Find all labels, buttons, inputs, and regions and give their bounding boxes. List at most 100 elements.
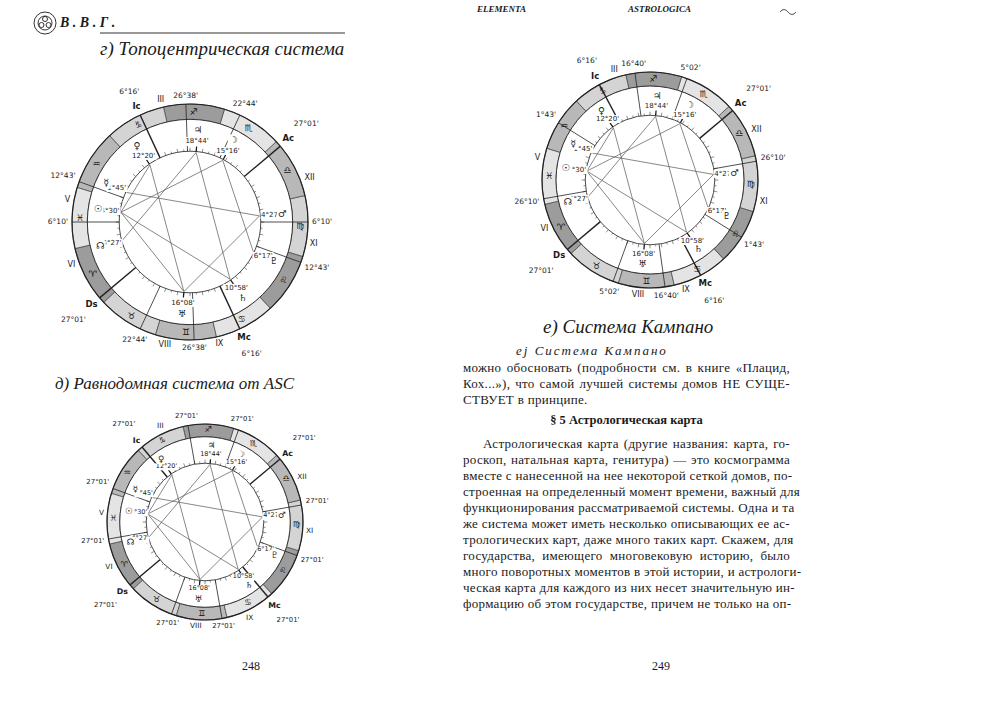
- planet-glyph: ♇: [722, 210, 733, 221]
- planet-glyph: ☽: [228, 135, 239, 146]
- zodiac-sign: ♈: [89, 269, 97, 279]
- degree-tick: [155, 487, 157, 488]
- degree-tick: [621, 239, 623, 241]
- degree-tick: [126, 257, 129, 259]
- planet-degree: 18°44': [199, 451, 222, 458]
- degree-tick: [190, 293, 191, 297]
- section-heading: § 5 Астрологическая карта: [463, 413, 790, 427]
- outer-circle: [72, 104, 308, 340]
- cusp-degree: 12°43': [50, 171, 77, 180]
- planet-glyph: ♀: [597, 105, 606, 116]
- degree-tick: [692, 128, 694, 131]
- planet-glyph: ♇: [269, 256, 280, 267]
- zodiac-sign: ♈: [120, 560, 127, 570]
- degree-tick: [120, 203, 122, 205]
- degree-tick: [714, 191, 717, 193]
- degree-tick: [616, 236, 618, 239]
- house-cusp: [613, 241, 628, 282]
- body-text-line: же система может иметь несколько описыва…: [463, 517, 790, 532]
- degree-tick: [151, 551, 154, 553]
- planet-glyph: ☊: [563, 196, 573, 207]
- house-number: VI: [104, 563, 113, 571]
- outer-circle: [542, 72, 758, 288]
- zodiac-sign: ♊: [182, 327, 190, 337]
- header-ornament: [780, 10, 796, 15]
- logo-ring: [38, 16, 52, 30]
- running-head: ELEMENTA: [477, 4, 526, 14]
- house-cusp: [659, 244, 665, 287]
- figure-caption: ej Система Кампано: [516, 344, 668, 359]
- zodiac-sign: ♑: [599, 86, 607, 96]
- degree-tick: [194, 580, 196, 583]
- degree-tick: [703, 142, 705, 143]
- cusp-degree: 27°01': [80, 538, 105, 546]
- logo-dot: [43, 17, 48, 22]
- degree-tick: [661, 113, 663, 116]
- zodiac-sign: ♏: [250, 440, 257, 450]
- zodiac-sign: ♓: [76, 213, 84, 223]
- degree-tick: [703, 217, 705, 218]
- degree-tick: [247, 479, 248, 480]
- zodiac-sign: ♈: [557, 222, 565, 232]
- cusp-degree: 22°44': [121, 336, 148, 345]
- house-number: VI: [540, 225, 550, 234]
- degree-tick: [247, 564, 248, 565]
- degree-tick: [696, 133, 697, 134]
- degree-tick: [583, 185, 585, 186]
- planet-degree: 18°44': [184, 137, 209, 145]
- book-logo: [34, 12, 56, 34]
- planet-degree: 12°20': [595, 115, 620, 123]
- aspect-line: [587, 124, 680, 171]
- degree-tick: [231, 162, 232, 164]
- planet-glyph: ☽: [236, 449, 246, 459]
- degree-tick: [632, 243, 634, 245]
- degree-tick: [184, 463, 185, 466]
- zodiac-sign: ♒: [124, 469, 131, 479]
- degree-tick: [153, 283, 155, 286]
- degree-tick: [236, 276, 238, 279]
- house-number: XII: [296, 473, 307, 481]
- planet-marker: [610, 123, 613, 127]
- house-cusp: [700, 111, 733, 139]
- degree-tick: [179, 575, 181, 577]
- aspect-line: [172, 475, 200, 580]
- body-text-line: много поворотных моментов в этой истории…: [463, 565, 790, 580]
- degree-tick: [210, 581, 211, 583]
- aspect-line: [587, 171, 645, 243]
- house-number: VIII: [631, 290, 646, 299]
- cusp-degree: 27°01': [60, 316, 87, 325]
- aspect-line: [148, 471, 232, 514]
- cusp-degree: 27°01': [300, 557, 325, 565]
- zodiac-sign: ♐: [649, 74, 657, 84]
- planet-glyph: ♂: [729, 167, 740, 178]
- zodiac-sign: ♓: [545, 171, 553, 181]
- aspect-line: [153, 498, 263, 517]
- body-text-line: роскоп, натальная карта, генитура) — это…: [463, 453, 790, 468]
- degree-tick: [263, 532, 266, 534]
- degree-tick: [254, 191, 256, 193]
- axis-label: Mc: [698, 279, 714, 289]
- degree-tick: [589, 207, 591, 209]
- degree-tick: [174, 573, 176, 576]
- house-number: III: [156, 95, 165, 104]
- cusp-degree: 6°16': [118, 87, 140, 96]
- degree-tick: [239, 472, 240, 474]
- degree-tick: [205, 581, 206, 585]
- inner-circle: [119, 151, 261, 293]
- degree-tick: [214, 289, 215, 292]
- zodiac-sign: ♐: [190, 107, 198, 117]
- zodiac-sign: ♊: [198, 609, 205, 619]
- planet-glyph: ♂: [277, 208, 288, 219]
- zodiac-sign: ♏: [244, 123, 252, 133]
- degree-tick: [677, 239, 679, 241]
- cusp-degree: 27°01': [112, 421, 137, 429]
- logo-dot: [39, 23, 44, 28]
- degree-tick: [666, 243, 668, 245]
- zodiac-sign: ♒: [560, 121, 568, 131]
- zodiac-sign: ♉: [127, 310, 135, 320]
- aspect-line: [592, 153, 713, 174]
- house-cusp: [215, 580, 222, 619]
- degree-tick: [672, 241, 673, 244]
- planet-degree: 10°58': [224, 284, 249, 292]
- degree-tick: [711, 202, 714, 203]
